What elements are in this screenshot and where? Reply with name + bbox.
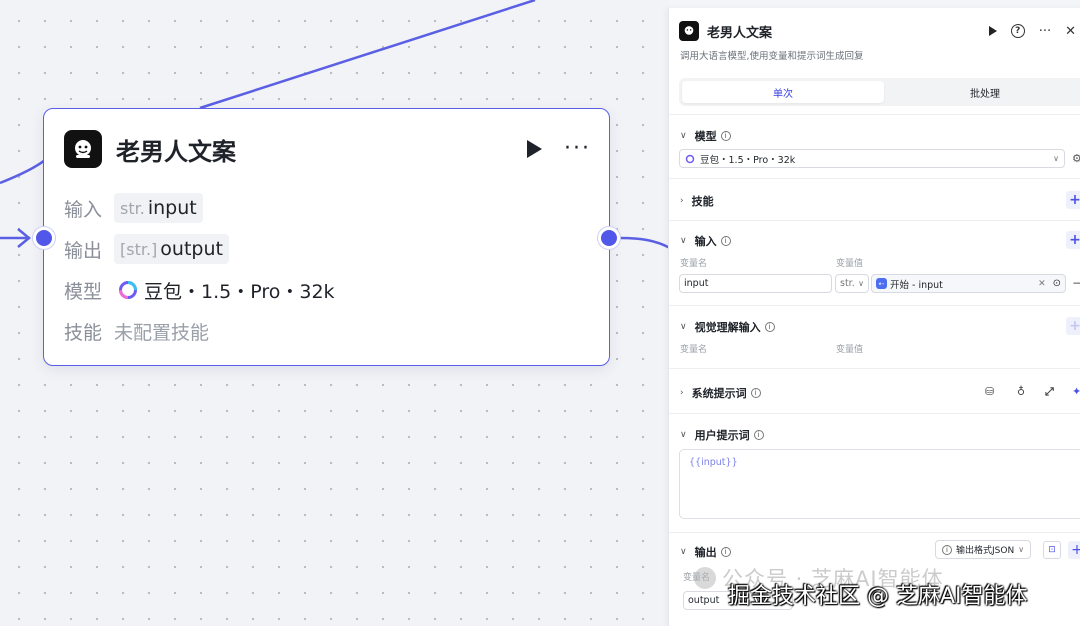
col-var-value: 变量值 — [836, 345, 864, 355]
output-var-tag: [str.] output — [114, 234, 229, 264]
edge-right-out — [619, 236, 670, 250]
panel-header: 老男人文案 ? ··· ✕ — [679, 20, 1076, 42]
info-icon[interactable]: i — [750, 388, 761, 398]
start-node-icon: ⇠ — [876, 278, 887, 289]
node-header: 老男人文案 ··· — [64, 129, 591, 169]
node-avatar-icon — [64, 130, 102, 168]
chevron-down-icon: ∨ — [1053, 154, 1059, 163]
chevron-down-icon: ∨ — [680, 322, 687, 332]
add-output-button[interactable]: + — [1068, 541, 1080, 559]
add-skill-button[interactable]: + — [1066, 191, 1080, 209]
col-var-value: 变量值 — [836, 259, 864, 269]
output-var-name-field[interactable]: output — [683, 591, 793, 610]
user-prompt-editor[interactable]: {{input}} — [679, 449, 1080, 519]
node-more-icon[interactable]: ··· — [564, 136, 591, 161]
edge-left-arrow — [17, 228, 31, 248]
info-icon: i — [942, 544, 952, 555]
divider — [669, 114, 1080, 115]
add-input-button[interactable]: + — [1066, 231, 1080, 249]
watermark-official-account: 公众号 · 芝麻AI智能体 — [694, 563, 944, 593]
run-node-play-icon[interactable] — [527, 140, 543, 158]
divider — [669, 178, 1080, 179]
tab-batch[interactable]: 批处理 — [970, 88, 1000, 100]
output-section-header[interactable]: ∨ 输出 i — [680, 544, 1080, 560]
expand-icon[interactable]: ⤢ — [1045, 385, 1054, 398]
chevron-down-icon: ∨ — [680, 131, 687, 141]
input-var-type-select[interactable]: str. ∨ — [835, 274, 869, 293]
panel-description: 调用大语言模型,使用变量和提示词生成回复 — [680, 51, 864, 62]
connection-lines — [0, 0, 670, 250]
input-section-header[interactable]: ∨ 输入 i + — [680, 231, 1080, 249]
info-icon[interactable]: i — [764, 322, 775, 332]
watermark-juejin: 掘金技术社区 @ 芝麻AI智能体 — [728, 584, 1028, 609]
run-mode-tabs: 单次 批处理 — [679, 78, 1080, 106]
node-output-port[interactable] — [598, 227, 620, 249]
target-icon[interactable]: ⊙ — [1052, 278, 1061, 289]
divider — [669, 413, 1080, 414]
node-input-row: 输入 str. input — [64, 193, 203, 223]
info-icon[interactable]: i — [720, 236, 731, 246]
ai-sparkle-icon[interactable]: ✦ — [1072, 385, 1080, 398]
input-var-tag: str. input — [114, 193, 203, 223]
chevron-right-icon: › — [680, 196, 684, 206]
clear-icon[interactable]: ✕ — [1038, 278, 1046, 289]
node-output-row: 输出 [str.] output — [64, 234, 229, 264]
panel-avatar-icon — [679, 21, 699, 41]
vision-section-header[interactable]: ∨ 视觉理解输入 i + — [680, 317, 1080, 335]
chevron-down-icon: ∨ — [680, 236, 687, 246]
doubao-model-icon — [685, 154, 695, 163]
node-skill-row: 技能 未配置技能 — [64, 321, 210, 344]
node-title: 老男人文案 — [116, 137, 236, 166]
user-prompt-header[interactable]: ∨ 用户提示词 i — [680, 427, 1080, 443]
input-ref-field[interactable]: ⇠ 开始 - input ✕ ⊙ — [871, 274, 1066, 293]
chevron-right-icon: › — [680, 388, 684, 398]
workflow-canvas[interactable]: 老男人文案 ··· 输入 str. input 输出 [str.] output… — [0, 0, 670, 626]
chevron-down-icon: ∨ — [680, 547, 687, 557]
divider — [669, 532, 1080, 533]
llm-node-card[interactable]: 老男人文案 ··· 输入 str. input 输出 [str.] output… — [43, 108, 610, 366]
tab-single[interactable]: 单次 — [682, 81, 884, 103]
panel-more-icon[interactable]: ··· — [1038, 23, 1052, 39]
help-icon[interactable]: ? — [1010, 24, 1025, 38]
chevron-down-icon: ∨ — [858, 279, 864, 288]
node-config-panel: 老男人文案 ? ··· ✕ 调用大语言模型,使用变量和提示词生成回复 单次 批处… — [668, 8, 1080, 626]
model-select[interactable]: 豆包・1.5・Pro・32k ∨ — [679, 149, 1065, 168]
panel-run-icon[interactable] — [988, 26, 997, 36]
info-icon[interactable]: i — [720, 547, 731, 557]
node-model-row: 模型 豆包・1.5・Pro・32k — [64, 280, 335, 303]
add-vision-input-button[interactable]: + — [1066, 317, 1080, 335]
system-prompt-header[interactable]: › 系统提示词 i ⛁ ♁ ⤢ ✦ — [680, 385, 1080, 401]
col-var-name: 变量名 — [680, 259, 708, 269]
output-toggle-icon[interactable]: ⊡ — [1043, 541, 1061, 559]
info-icon[interactable]: i — [720, 131, 731, 141]
ref-chip: ⇠ 开始 - input — [876, 277, 943, 291]
model-settings-gear-icon[interactable]: ⚙ — [1072, 152, 1080, 165]
model-section-header[interactable]: ∨ 模型 i — [680, 128, 1080, 144]
close-icon[interactable]: ✕ — [1065, 23, 1076, 39]
chevron-down-icon: ∨ — [680, 430, 687, 440]
skill-section-header[interactable]: › 技能 + — [680, 191, 1080, 209]
node-input-port[interactable] — [33, 227, 55, 249]
output-format-select[interactable]: i 输出格式JSON ∨ — [935, 540, 1032, 559]
remove-input-icon[interactable]: − — [1072, 276, 1080, 290]
edge-top — [199, 0, 536, 110]
col-var-name: 变量名 — [680, 345, 708, 355]
chevron-down-icon: ∨ — [1018, 545, 1025, 554]
wechat-logo-icon — [694, 567, 716, 589]
prompt-library-icon[interactable]: ⛁ — [985, 385, 995, 398]
doubao-model-icon — [119, 281, 137, 299]
divider — [669, 305, 1080, 306]
divider — [669, 220, 1080, 221]
info-icon[interactable]: i — [753, 430, 764, 440]
panel-title: 老男人文案 — [707, 25, 773, 41]
input-var-name-field[interactable]: input — [679, 274, 832, 293]
optimize-bulb-icon[interactable]: ♁ — [1017, 385, 1026, 398]
divider — [669, 368, 1080, 369]
edge-left-upper — [0, 159, 46, 185]
